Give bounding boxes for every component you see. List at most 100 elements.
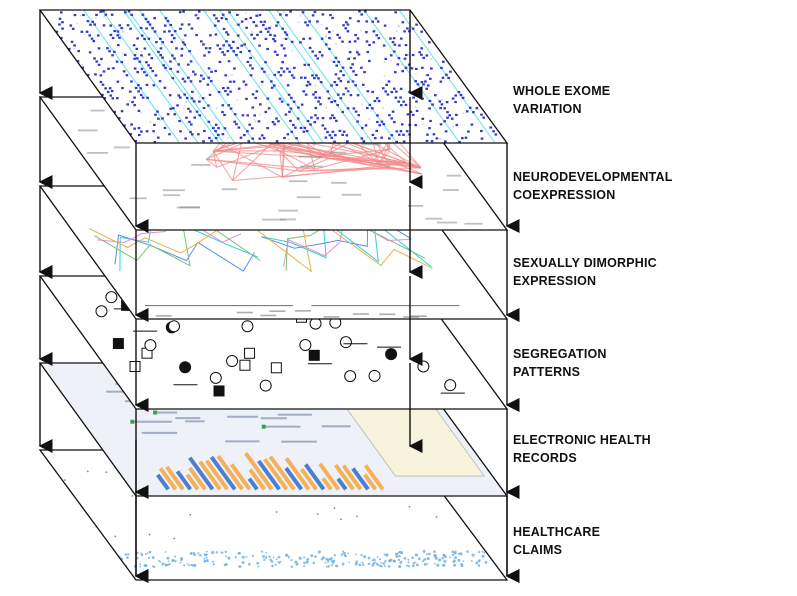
variant-speck bbox=[129, 99, 131, 102]
gene-label-mark bbox=[298, 155, 322, 158]
claim-point bbox=[193, 563, 197, 568]
variant-dot bbox=[85, 30, 89, 33]
variant-dot bbox=[229, 90, 232, 93]
variant-streak bbox=[218, 10, 316, 143]
variant-dot bbox=[314, 114, 317, 117]
claim-point bbox=[303, 556, 306, 559]
variant-dot bbox=[185, 96, 189, 100]
variant-dot bbox=[226, 33, 230, 36]
variant-dot bbox=[80, 30, 84, 33]
variant-dot bbox=[97, 63, 101, 66]
variant-dot bbox=[133, 96, 136, 99]
variant-dot bbox=[288, 70, 291, 73]
gene-label-mark bbox=[361, 143, 382, 146]
variant-dot bbox=[190, 27, 194, 30]
variant-dot bbox=[135, 47, 139, 50]
claim-outlier bbox=[114, 535, 117, 538]
variant-dot bbox=[333, 140, 336, 143]
variant-dot bbox=[207, 67, 211, 70]
claim-point bbox=[203, 560, 206, 563]
variant-dot bbox=[110, 89, 114, 93]
variant-dot bbox=[61, 21, 64, 24]
variant-dot bbox=[349, 66, 353, 69]
label-line-1: WHOLE EXOME bbox=[513, 84, 611, 98]
variant-dot bbox=[136, 70, 139, 74]
variant-dot bbox=[455, 113, 458, 117]
pedigree-female bbox=[95, 305, 108, 318]
ehr-histogram-bar bbox=[268, 455, 296, 491]
variant-dot bbox=[207, 51, 211, 54]
variant-dot bbox=[184, 137, 187, 140]
claim-point bbox=[363, 555, 367, 559]
variant-dot bbox=[126, 103, 130, 106]
variant-dot bbox=[344, 27, 348, 30]
variant-dot bbox=[445, 101, 449, 104]
variant-dot bbox=[104, 87, 107, 90]
variant-dot bbox=[235, 53, 238, 57]
variant-dot bbox=[420, 30, 423, 33]
claim-point bbox=[330, 557, 333, 560]
variant-dot bbox=[360, 66, 363, 69]
gene-label-mark bbox=[113, 146, 130, 149]
variant-speck bbox=[161, 43, 163, 46]
expression-series bbox=[97, 213, 242, 244]
claim-point bbox=[179, 561, 182, 564]
variant-dot bbox=[214, 123, 218, 126]
claim-point bbox=[451, 550, 455, 554]
claim-point bbox=[373, 558, 376, 562]
variant-dot bbox=[392, 37, 396, 40]
variant-dot bbox=[304, 21, 307, 24]
claim-point bbox=[457, 558, 461, 562]
variant-dot bbox=[444, 140, 447, 143]
variant-dot bbox=[333, 99, 337, 103]
variant-speck bbox=[361, 103, 364, 106]
variant-dot bbox=[400, 123, 404, 126]
ehr-histogram-bar bbox=[303, 463, 326, 491]
pedigree-female bbox=[226, 355, 239, 368]
gene-label-mark bbox=[329, 151, 347, 154]
gene-label-mark bbox=[288, 180, 308, 183]
claim-point bbox=[407, 565, 411, 568]
variant-dot bbox=[145, 83, 149, 86]
claim-point bbox=[251, 554, 255, 557]
variant-dot bbox=[292, 76, 296, 79]
claim-point bbox=[399, 561, 403, 564]
claim-point bbox=[326, 560, 330, 563]
variant-dot bbox=[258, 137, 262, 140]
label-line-2: PATTERNS bbox=[513, 365, 581, 379]
variant-dot bbox=[102, 10, 105, 13]
variant-dot bbox=[140, 130, 143, 133]
variant-dot bbox=[106, 90, 110, 94]
variant-speck bbox=[366, 137, 368, 139]
claim-point bbox=[188, 564, 191, 567]
variant-dot bbox=[77, 49, 80, 53]
claim-point bbox=[151, 555, 155, 559]
variant-dot bbox=[271, 120, 275, 124]
variant-dot bbox=[404, 43, 408, 47]
variant-dot bbox=[209, 34, 212, 37]
claim-point bbox=[146, 552, 149, 554]
variant-dot bbox=[272, 84, 276, 87]
claim-point bbox=[412, 561, 416, 565]
ehr-text-mark bbox=[157, 411, 178, 414]
claim-outlier bbox=[333, 507, 336, 510]
variant-dot bbox=[376, 120, 379, 124]
variant-dot bbox=[204, 47, 208, 50]
network-edge bbox=[378, 151, 390, 165]
variant-dot bbox=[143, 47, 147, 50]
variant-dot bbox=[192, 100, 196, 103]
variant-dot bbox=[69, 24, 73, 27]
variant-dot bbox=[212, 14, 216, 17]
variant-dot bbox=[281, 27, 284, 30]
variant-dot bbox=[164, 17, 168, 20]
variant-dot bbox=[480, 137, 484, 140]
variant-dot bbox=[308, 46, 312, 49]
claim-point bbox=[168, 562, 171, 566]
ehr-histogram-bar bbox=[284, 457, 311, 491]
claim-point bbox=[227, 556, 231, 560]
claim-point bbox=[166, 564, 169, 567]
ehr-text-mark bbox=[321, 425, 351, 428]
ehr-text-mark bbox=[106, 390, 125, 393]
variant-dot bbox=[401, 21, 405, 24]
variant-dot bbox=[224, 74, 228, 77]
